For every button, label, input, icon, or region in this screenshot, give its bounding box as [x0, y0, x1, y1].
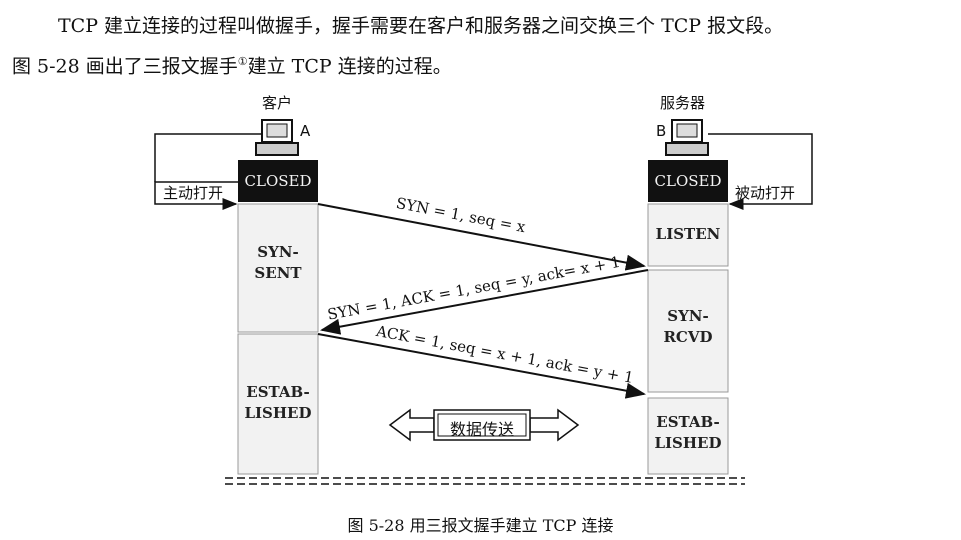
client-tag: A [300, 122, 311, 140]
footnote-mark: ① [237, 55, 248, 68]
server-listen-box [647, 203, 729, 267]
server-synrcvd-box [647, 269, 729, 393]
paragraph-line-2: 图 5-28 画出了三报文握手①建立 TCP 连接的过程。 [12, 55, 452, 78]
server-closed-state: CLOSED [648, 160, 728, 202]
client-title: 客户 [262, 94, 293, 112]
figure-caption: 图 5-28 用三报文握手建立 TCP 连接 [347, 516, 614, 535]
server-established-box [647, 397, 729, 475]
synack-arrow [320, 269, 649, 335]
paragraph-line-1: TCP 建立连接的过程叫做握手，握手需要在客户和服务器之间交换三个 TCP 报文… [58, 15, 784, 37]
server-state-listen: LISTEN [655, 225, 721, 243]
client-closed-state: CLOSED [238, 160, 318, 202]
server-open-loop [708, 133, 813, 210]
client-open-loop [154, 181, 238, 210]
server-passive-open-label: 被动打开 [735, 184, 796, 202]
client-synsent-box [237, 203, 319, 333]
server-state-synrcvd: SYN-RCVD [663, 307, 713, 346]
server-state-established: ESTAB-LISHED [654, 413, 722, 452]
server-title: 服务器 [660, 94, 706, 112]
data-transfer-arrow [388, 408, 580, 442]
client-computer-icon [255, 119, 299, 156]
client-established-box [237, 333, 319, 475]
ack-arrow [317, 333, 646, 399]
client-state-synsent: SYN-SENT [254, 243, 302, 282]
client-state-established: ESTAB-LISHED [244, 383, 312, 422]
syn-arrow [317, 203, 646, 271]
server-tag: B [656, 122, 667, 140]
client-active-open-label: 主动打开 [163, 184, 224, 202]
server-computer-icon [665, 119, 709, 156]
data-transfer-label: 数据传送 [450, 420, 515, 439]
